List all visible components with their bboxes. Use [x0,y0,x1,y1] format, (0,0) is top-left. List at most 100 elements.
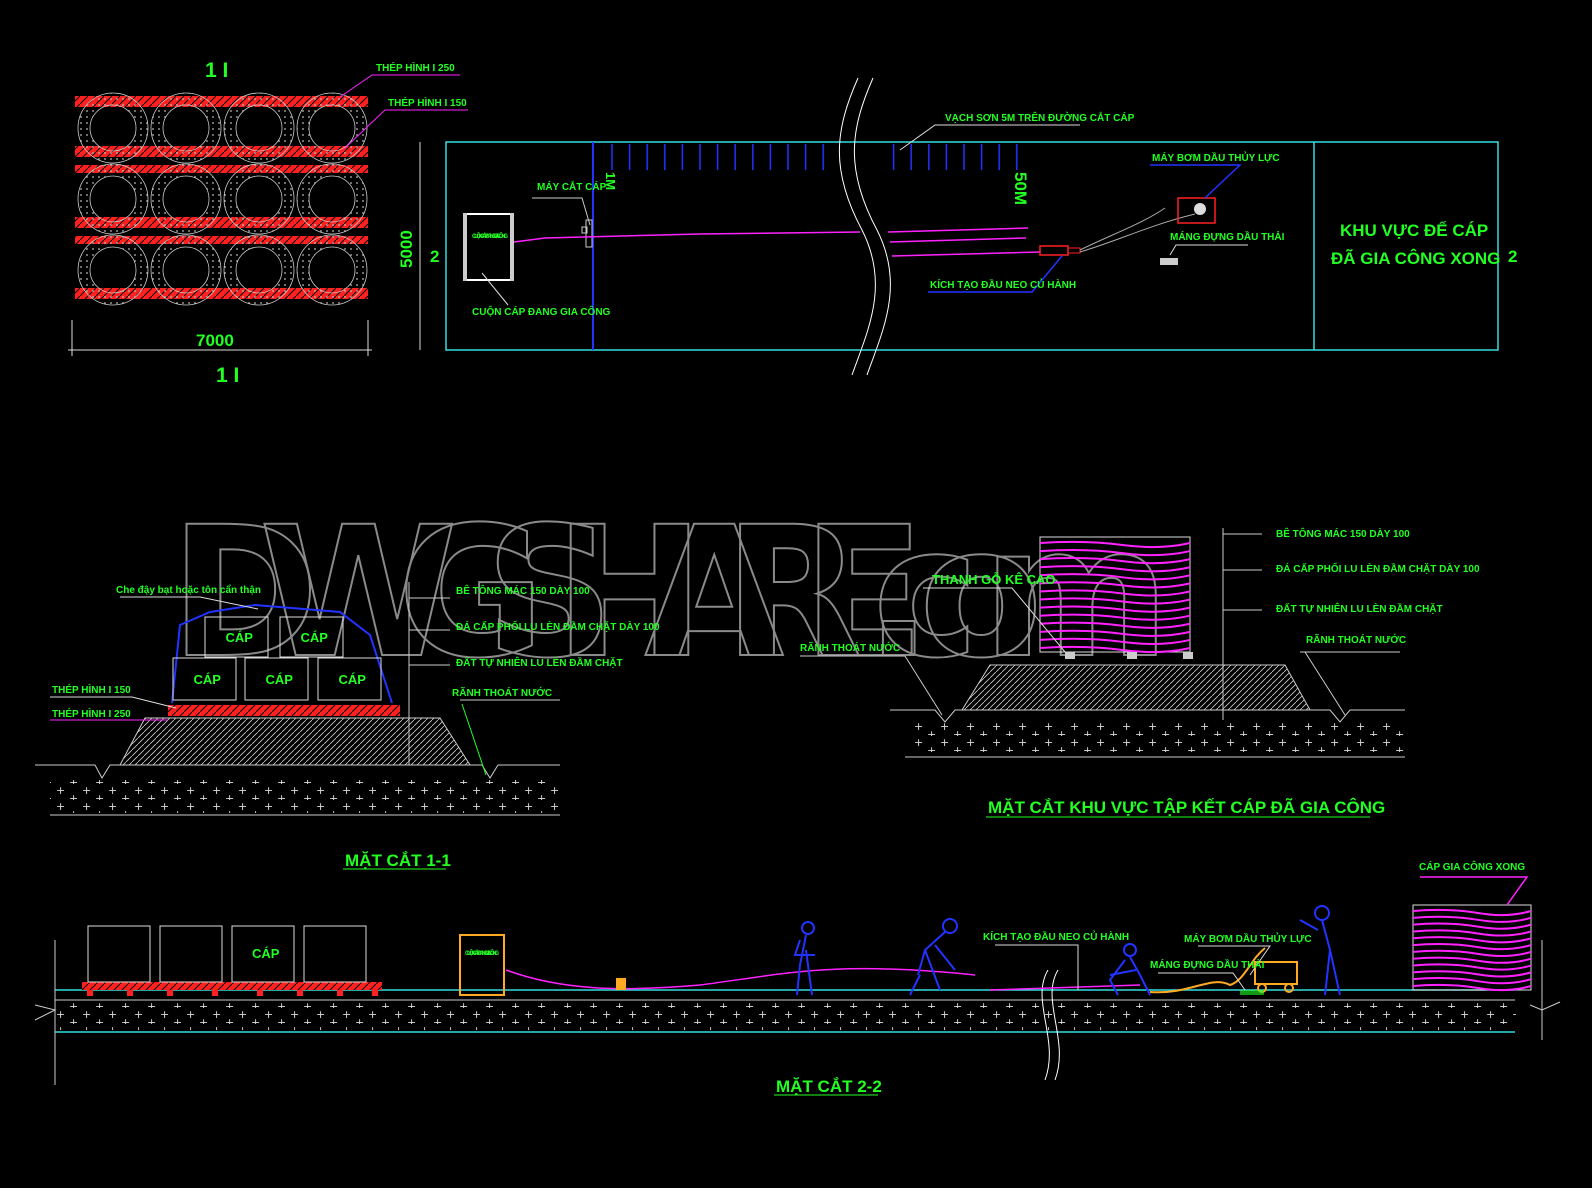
label-soil: ĐẤT TỰ NHIÊN LU LÈN ĐẦM CHẶT [1276,602,1443,615]
cable-strand [1039,605,1191,613]
cable-coil-icon [223,163,295,235]
cable-coil-icon [223,234,295,306]
beam-support [297,990,303,996]
label-drain: RÃNH THOÁT NƯỚC [800,641,900,654]
cable-box-label: CÁP [266,672,294,687]
cable-strand [1412,908,1532,917]
cable-coil-icon [296,234,368,306]
label-i250: THÉP HÌNH I 250 [52,707,131,720]
cable-box [159,925,223,983]
cable-box-label: CÁP [339,672,367,687]
cable-strand [1412,949,1532,957]
cable-coil-icon [296,92,368,164]
cable-box-label: CÁP [301,630,329,645]
cable-coil-icon [150,234,222,306]
cable-box: CÁP [204,616,269,658]
section-title-1-1: MẶT CẮT 1-1 [345,851,451,870]
label-cover: Che đậy bạt hoặc tôn cẩn thận [116,584,261,596]
label-i150: THÉP HÌNH I 150 [388,96,467,109]
cable-coil-icon [150,92,222,164]
cable-strand [1039,589,1191,597]
label-i250: THÉP HÌNH I 250 [376,61,455,74]
finished-cable-stack [1039,540,1191,654]
beam-support [87,990,93,996]
worker-icon [793,921,815,996]
label-gravel: ĐÁ CẤP PHỐI LU LÈN ĐẦM CHẶT DÀY 100 [456,619,660,633]
cable-coil-icon [150,163,222,235]
label-1m: 1M [603,172,618,190]
cable-strand [1039,548,1191,557]
cable-strand [1412,963,1532,971]
cable-coil-icon [223,92,295,164]
label-cutter: MÁY CẮT CÁP [537,180,607,193]
cable-box: CÁP [279,616,344,658]
beam-support [337,990,343,996]
finished-cable-stack [1412,908,1532,992]
cable-strand [1412,915,1532,923]
cable-strand [1412,922,1532,930]
cable-box [87,925,151,983]
section-yard: BÊ TÔNG MÁC 150 DÀY 100 ĐÁ CẤP PHỐI LU L… [800,527,1480,818]
zone-label-line1: KHU VỰC ĐỂ CÁP [1340,221,1488,240]
label-pump: MÁY BƠM DẦU THỦY LỰC [1152,151,1280,164]
cable-box-label: CÁP [252,946,280,961]
cable-strand [1412,983,1532,992]
cable-strand [1412,942,1532,951]
label-soil: ĐẤT TỰ NHIÊN LU LÈN ĐẦM CHẶT [456,656,623,669]
beam-support [127,990,133,996]
cable-box: CÁP [244,657,309,701]
cable-box-label: CÁP [226,630,254,645]
cable-strand [1039,645,1191,654]
worker-icon [1108,943,1151,996]
section-mark-right: 2 [1508,247,1517,266]
label-reel: CUỘN CÁP ĐANG GIA CÔNG [472,305,611,318]
cable-strand [1412,977,1532,985]
beam-support [167,990,173,996]
cable-strand [1039,629,1191,637]
worker-figures [793,905,1341,996]
worker-icon [1299,905,1341,996]
height-dimension: 5000 [397,230,416,268]
cable-box [303,925,367,983]
cable-box: CÁP [231,925,295,983]
label-timber: THANH GỖ KÊ CAO [932,572,1056,587]
cable-strand [1039,613,1191,621]
cable-strand [1039,637,1191,645]
cable-strand [1039,565,1191,573]
steel-beams [75,96,368,299]
cable-coil-icon [296,163,368,235]
label-drain: RÃNH THOÁT NƯỚC [452,686,552,699]
label-50m: 50M [1011,172,1030,205]
cable-strand [1412,929,1532,937]
svg-text:DWGSHARE.com: DWGSHARE.com [170,489,1170,698]
cable-boxes: CÁP [87,925,378,996]
section-2-2: CÁP CUỘN CÁP ĐANG GIA CÔNG KÍCH TẠO ĐẦU … [34,860,1561,1096]
label-oil-tray: MÁNG ĐỰNG DẦU THẢI [1150,958,1265,971]
label-finished: CÁP GIA CÔNG XONG [1419,860,1525,873]
cable-strand [1039,573,1191,581]
label-jack: KÍCH TẠO ĐẦU NEO CỦ HÀNH [930,278,1076,291]
cable-coil-icon [77,234,149,306]
label-oil-tray: MÁNG ĐỰNG DẦU THẢI [1170,230,1285,243]
worker-icon [909,918,958,996]
section-mark-bottom: 1 I [216,364,239,387]
cable-coil-icon [77,92,149,164]
cable-strand [1039,597,1191,605]
zone-label-line2: ĐÃ GIA CÔNG XONG [1331,248,1500,268]
cable-strand [1039,540,1191,549]
cable-box: CÁP [317,657,382,701]
label-drain-right: RÃNH THOÁT NƯỚC [1306,633,1406,646]
label-gravel: ĐÁ CẤP PHỐI LU LÈN ĐẦM CHẶT DÀY 100 [1276,561,1480,575]
cable-strand [1412,936,1532,944]
cable-strand [1412,956,1532,964]
watermark: DWGSHARE.com [169,488,1171,699]
cable-coil-icon [77,163,149,235]
label-concrete: BÊ TÔNG MÁC 150 DÀY 100 [1276,527,1410,540]
paint-marks [611,144,1018,170]
section-title-yard: MẶT CẮT KHU VỰC TẬP KẾT CÁP ĐÃ GIA CÔNG [988,797,1385,817]
beam-support [372,990,378,996]
label-pump: MÁY BƠM DẦU THỦY LỰC [1184,932,1312,945]
